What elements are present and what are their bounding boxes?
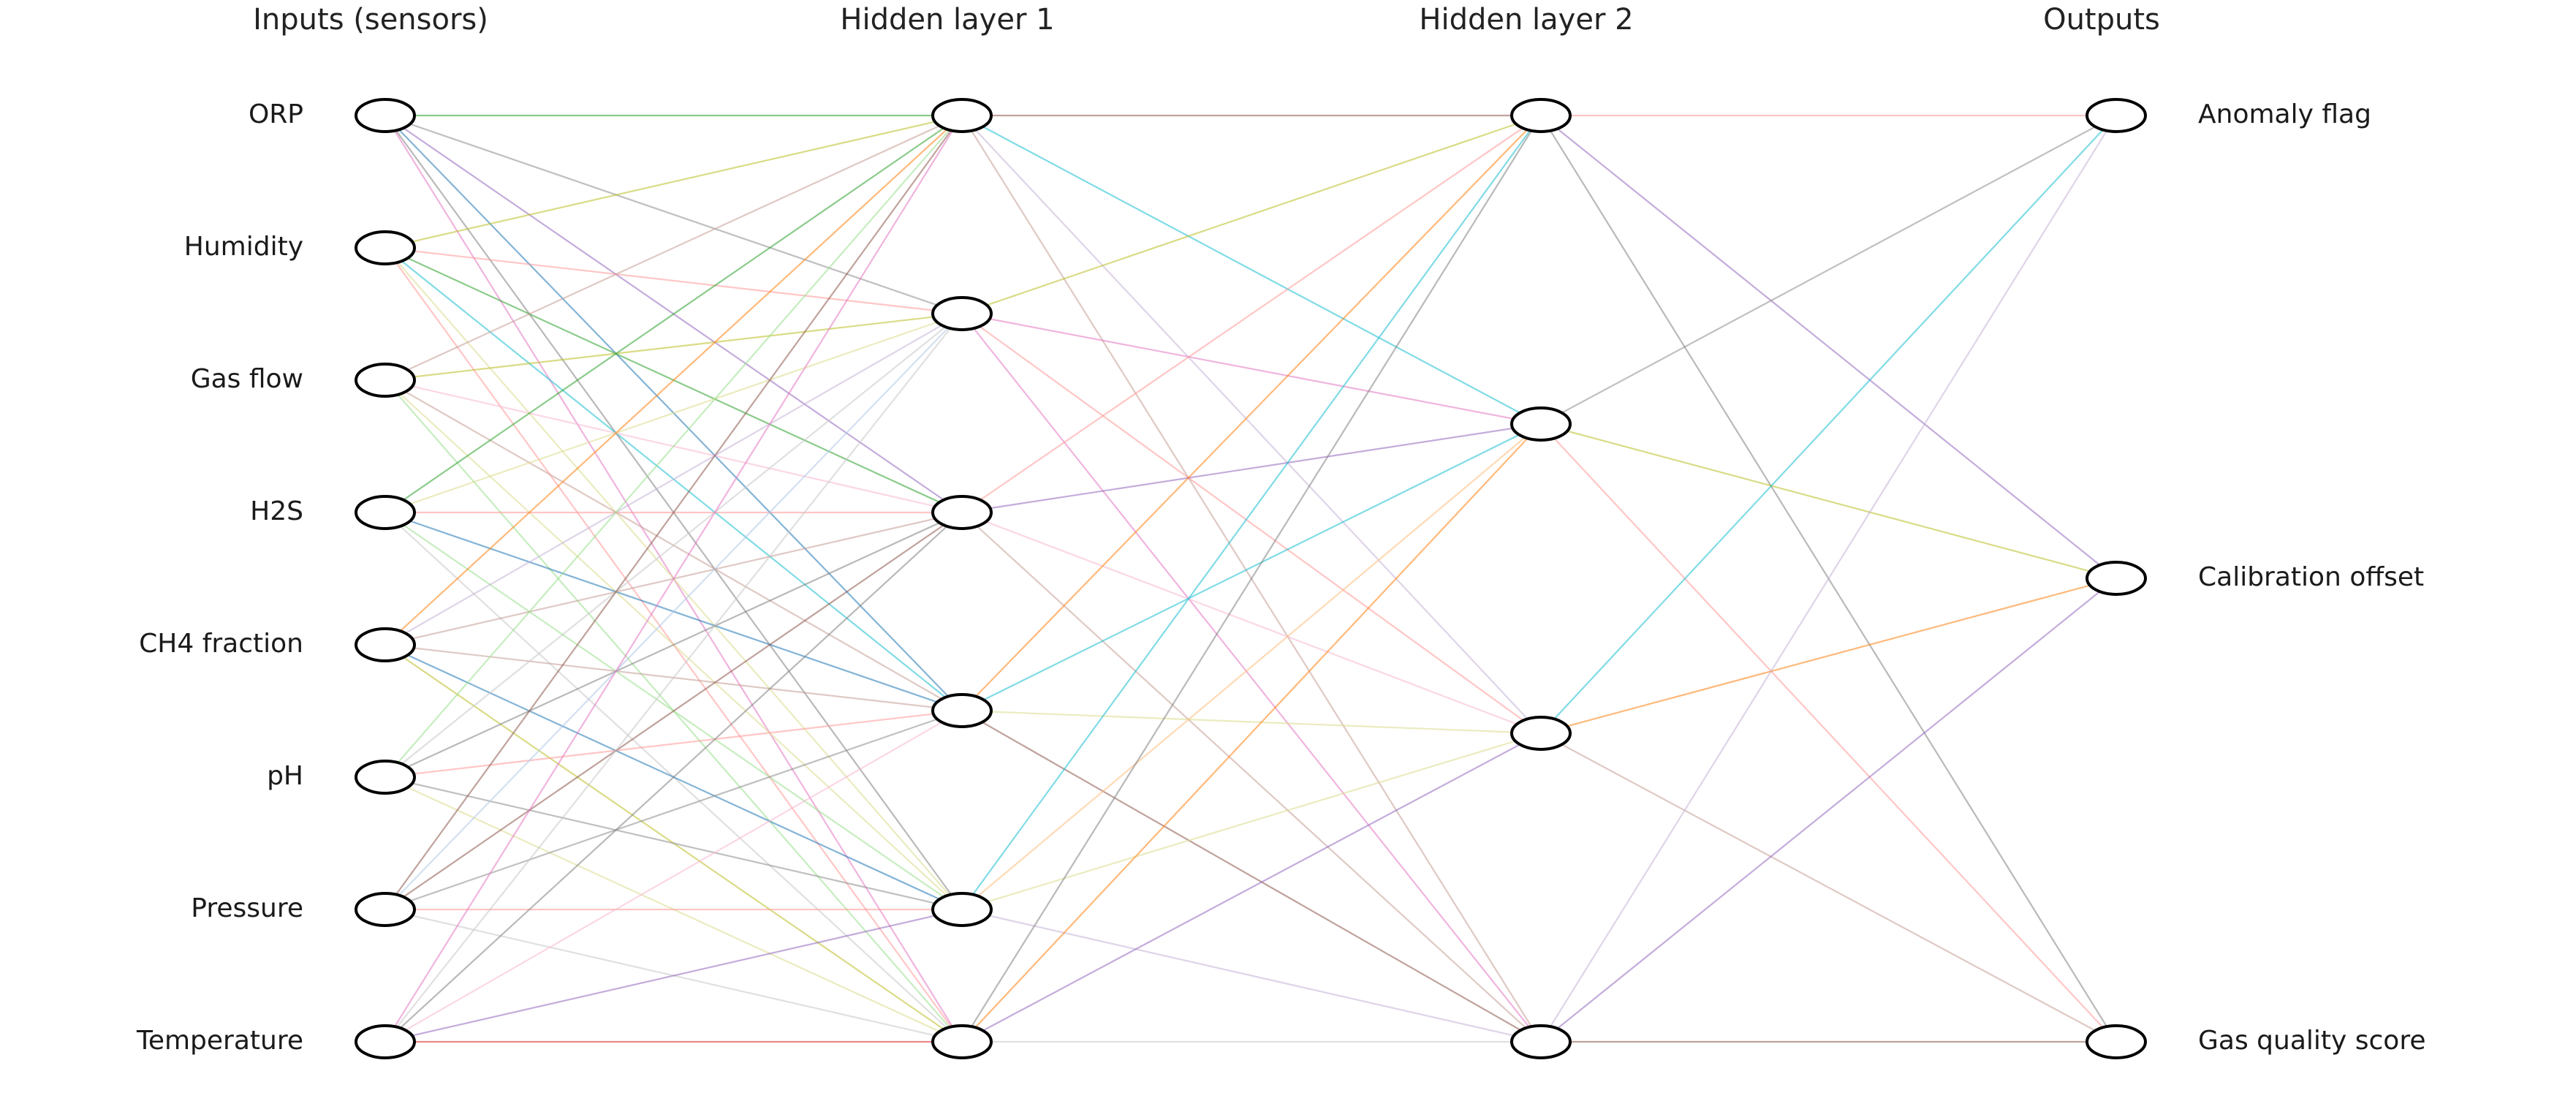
- edge-line: [384, 313, 963, 910]
- network-node[interactable]: [1510, 406, 1572, 442]
- node-label: ORP: [249, 99, 303, 129]
- network-node[interactable]: [355, 363, 416, 398]
- edge-line: [961, 512, 1542, 1043]
- edge-line: [1540, 115, 2117, 425]
- edge-line: [384, 312, 963, 382]
- edge-line: [384, 908, 963, 1043]
- edge-line: [384, 313, 963, 1043]
- edge-line: [961, 511, 1542, 735]
- edge-line: [384, 115, 963, 778]
- edge-line: [1540, 577, 2117, 735]
- edge-line: [384, 115, 963, 910]
- edge-line: [1540, 733, 2117, 1043]
- edge-line: [384, 313, 963, 778]
- network-node[interactable]: [931, 892, 993, 927]
- edge-line: [961, 313, 1542, 734]
- network-node[interactable]: [931, 98, 993, 133]
- column-title: Outputs: [2043, 3, 2160, 37]
- edge-line: [961, 115, 1542, 734]
- network-node[interactable]: [355, 98, 416, 133]
- edge-line: [961, 423, 1542, 514]
- edge-line: [961, 115, 1542, 425]
- edge-line: [384, 115, 963, 513]
- edge-line: [384, 710, 963, 1043]
- edge-line: [1540, 115, 2117, 1043]
- edge-line: [961, 313, 1542, 1043]
- edge-line: [384, 512, 963, 1043]
- edge-line: [1540, 423, 2117, 580]
- network-node[interactable]: [355, 892, 416, 927]
- column-title: Inputs (sensors): [253, 3, 488, 37]
- edge-line: [384, 709, 963, 911]
- edge-line: [961, 710, 1542, 1043]
- edge-line: [1540, 115, 2117, 734]
- network-node[interactable]: [355, 627, 416, 662]
- edge-line: [384, 512, 963, 910]
- edge-line: [1540, 115, 2117, 579]
- edge-line: [961, 732, 1542, 911]
- network-node[interactable]: [355, 1024, 416, 1059]
- edge-line: [961, 115, 1542, 711]
- node-label: Calibration offset: [2198, 562, 2424, 592]
- node-label: Anomaly flag: [2198, 99, 2371, 129]
- edge-line: [1540, 423, 2117, 1043]
- edge-line: [961, 312, 1542, 425]
- edge-line: [961, 423, 1542, 910]
- edge-line: [384, 246, 963, 315]
- node-label: Temperature: [136, 1026, 303, 1056]
- edge-line: [384, 313, 963, 646]
- edge-line: [961, 423, 1542, 1043]
- edge-line: [384, 709, 963, 779]
- node-label: CH4 fraction: [139, 629, 303, 659]
- node-label: Pressure: [191, 893, 303, 923]
- edge-line: [961, 115, 1542, 910]
- network-node[interactable]: [2086, 98, 2147, 133]
- edge-line: [384, 115, 963, 381]
- network-node[interactable]: [355, 760, 416, 795]
- edges-group: [384, 114, 2117, 1043]
- edge-line: [384, 115, 963, 1043]
- network-node[interactable]: [1510, 716, 1572, 751]
- edge-line: [961, 115, 1542, 1043]
- network-node[interactable]: [355, 230, 416, 265]
- edge-line: [961, 115, 1542, 513]
- edge-line: [384, 114, 963, 249]
- network-node[interactable]: [1510, 98, 1572, 133]
- edge-line: [961, 114, 1542, 315]
- edge-line: [384, 114, 963, 315]
- network-node[interactable]: [355, 495, 416, 530]
- network-node[interactable]: [931, 1024, 993, 1059]
- node-label: Humidity: [184, 232, 303, 262]
- nodes-group: [355, 98, 2147, 1059]
- node-label: H2S: [250, 496, 303, 526]
- network-node[interactable]: [2086, 1024, 2147, 1059]
- network-node[interactable]: [931, 495, 993, 530]
- network-node[interactable]: [931, 693, 993, 728]
- column-title: Hidden layer 1: [840, 3, 1054, 37]
- edge-line: [961, 733, 1542, 1043]
- edge-line: [1540, 578, 2117, 1043]
- edge-line: [961, 709, 1542, 735]
- network-node[interactable]: [1510, 1024, 1572, 1059]
- edge-line: [384, 776, 963, 911]
- edge-line: [384, 312, 963, 514]
- node-label: pH: [267, 761, 303, 791]
- edge-line: [384, 115, 963, 646]
- column-title: Hidden layer 2: [1419, 3, 1633, 37]
- node-label: Gas flow: [191, 364, 303, 394]
- edge-line: [961, 908, 1542, 1043]
- edge-line: [961, 423, 1542, 711]
- network-node[interactable]: [931, 296, 993, 331]
- column-titles-group: Inputs (sensors) Hidden layer 1 Hidden lay…: [253, 3, 2160, 37]
- network-node[interactable]: [2086, 561, 2147, 596]
- edge-line: [384, 512, 963, 778]
- node-label: Gas quality score: [2198, 1026, 2425, 1056]
